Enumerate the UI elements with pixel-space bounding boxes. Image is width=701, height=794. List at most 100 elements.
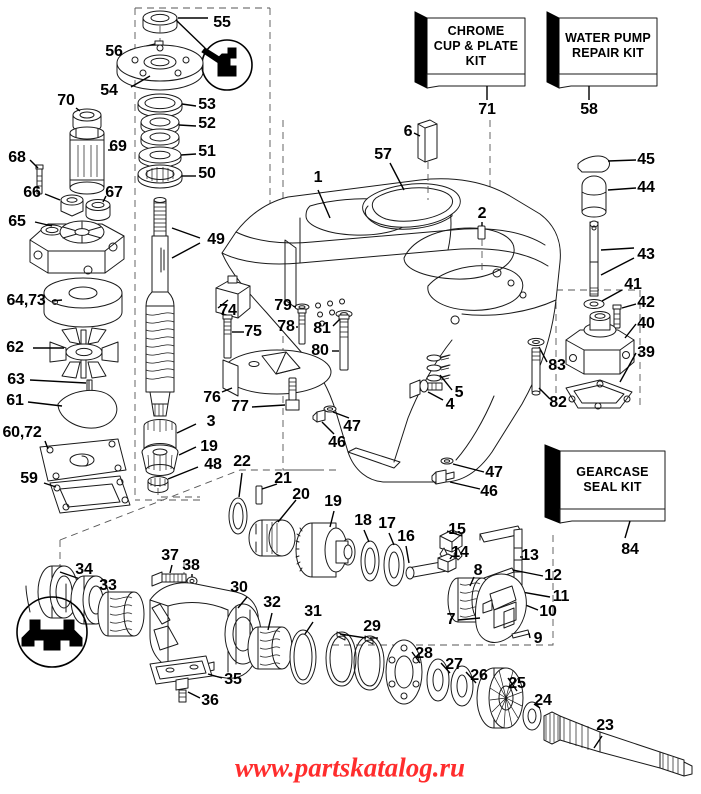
kit-box-71: [414, 11, 526, 100]
callout-number-64-73: 64,73: [6, 292, 46, 309]
group-boundary-dashed: [59, 7, 641, 646]
part-64-73-impeller-cup: [43, 277, 123, 328]
callout-71: 71: [478, 101, 496, 118]
part-75-bolt: [222, 314, 233, 359]
part-7-propeller-shaft-carrier: [475, 573, 527, 643]
callout-number-80: 80: [311, 342, 329, 359]
callout-number-68: 68: [8, 149, 26, 166]
callout-number-19: 19: [200, 438, 218, 455]
callout-number-44: 44: [637, 179, 655, 196]
callout-number-21: 21: [274, 470, 292, 487]
part-26-seal: [450, 665, 474, 707]
callout-number-37: 37: [161, 547, 179, 564]
callout-number-20: 20: [292, 486, 310, 503]
kit-box-84: [544, 444, 666, 539]
callout-number-39: 39: [637, 344, 655, 361]
callout-number-59: 59: [20, 470, 38, 487]
callout-number-77: 77: [231, 398, 249, 415]
part-44-bushing: [581, 175, 607, 218]
callout-number-60-72: 60,72: [2, 424, 42, 441]
kit-box-58: [546, 11, 658, 100]
callout-number-14: 14: [451, 544, 469, 561]
callout-number-61: 61: [6, 392, 24, 409]
part-78-bolt: [297, 308, 307, 345]
callout-number-78: 78: [277, 318, 295, 335]
callout-number-25: 25: [508, 675, 526, 692]
part-37-screw: [151, 571, 187, 587]
part-62-impeller: [49, 327, 119, 379]
part-39-gasket: [565, 379, 633, 410]
part-17-washer: [383, 543, 405, 587]
part-35-shim: [149, 655, 213, 685]
callout-number-17: 17: [378, 515, 396, 532]
part-15-cradle: [439, 529, 463, 561]
callout-number-75: 75: [244, 323, 262, 340]
part-22-seal: [228, 497, 248, 535]
callout-number-16: 16: [397, 528, 415, 545]
part-51-washer: [138, 146, 182, 168]
callout-number-54: 54: [100, 82, 118, 99]
part-36-screw: [175, 677, 189, 703]
part-46-fitting-a: [312, 409, 326, 423]
part-59-gasket: [49, 475, 131, 514]
callout-number-31: 31: [304, 603, 322, 620]
callout-number-81: 81: [313, 320, 331, 337]
callout-number-10: 10: [539, 603, 557, 620]
callout-number-18: 18: [354, 512, 372, 529]
callout-number-51: 51: [198, 143, 216, 160]
callout-number-23: 23: [596, 717, 614, 734]
part-65-pump-base: [29, 220, 125, 275]
part-82-bolt: [531, 347, 541, 396]
callout-number-35: 35: [224, 671, 242, 688]
callout-number-76: 76: [203, 389, 221, 406]
callout-number-47: 47: [343, 418, 361, 435]
part-52-seal: [140, 113, 180, 151]
callout-number-67: 67: [105, 184, 123, 201]
part-32-bearing: [247, 626, 293, 670]
part-18-bearing: [360, 540, 380, 582]
callout-number-47: 47: [485, 464, 503, 481]
part-69-sleeve: [69, 126, 105, 195]
callout-number-24: 24: [534, 692, 552, 709]
callout-number-70: 70: [57, 92, 75, 109]
callout-number-57: 57: [374, 146, 392, 163]
callout-number-49: 49: [207, 231, 225, 248]
callout-number-33: 33: [99, 577, 117, 594]
callout-number-66: 66: [23, 184, 41, 201]
callout-number-50: 50: [198, 165, 216, 182]
part-21-pin: [255, 485, 263, 505]
part-46-fitting-b: [431, 469, 455, 485]
part-74-block: [215, 275, 251, 319]
callout-number-41: 41: [624, 276, 642, 293]
callout-number-63: 63: [7, 371, 25, 388]
part-29-retaining-rings: [325, 631, 385, 691]
callout-number-69: 69: [109, 138, 127, 155]
callout-number-30: 30: [230, 579, 248, 596]
part-47-washer-a: [323, 405, 337, 413]
part-33-bearing-b: [70, 575, 110, 625]
part-31-o-ring: [289, 629, 317, 685]
site-watermark: www.partskatalog.ru: [234, 752, 466, 783]
callout-number-40: 40: [637, 315, 655, 332]
callout-number-46: 46: [328, 434, 346, 451]
part-2-pin: [477, 225, 486, 240]
part-49-driveshaft: [145, 197, 175, 417]
part-54-pump-housing: [116, 44, 204, 91]
callout-number-62: 62: [6, 339, 24, 356]
part-25-thrust-bearing: [476, 667, 524, 729]
part-33b-roller-bearing: [97, 591, 145, 637]
part-20-clutch-dog: [248, 519, 296, 557]
callout-number-5: 5: [454, 384, 464, 401]
part-42-screw: [612, 304, 622, 329]
part-77-screw: [285, 377, 300, 411]
callout-number-11: 11: [552, 588, 570, 605]
part-70-cap: [72, 108, 102, 133]
callout-number-38: 38: [182, 557, 200, 574]
part-68-screw: [35, 164, 44, 195]
callout-number-83: 83: [548, 357, 566, 374]
callout-number-3: 3: [206, 413, 216, 430]
part-45-clip: [577, 155, 610, 173]
part-28-bearing-housing: [385, 639, 423, 705]
callout-number-6: 6: [403, 123, 413, 140]
